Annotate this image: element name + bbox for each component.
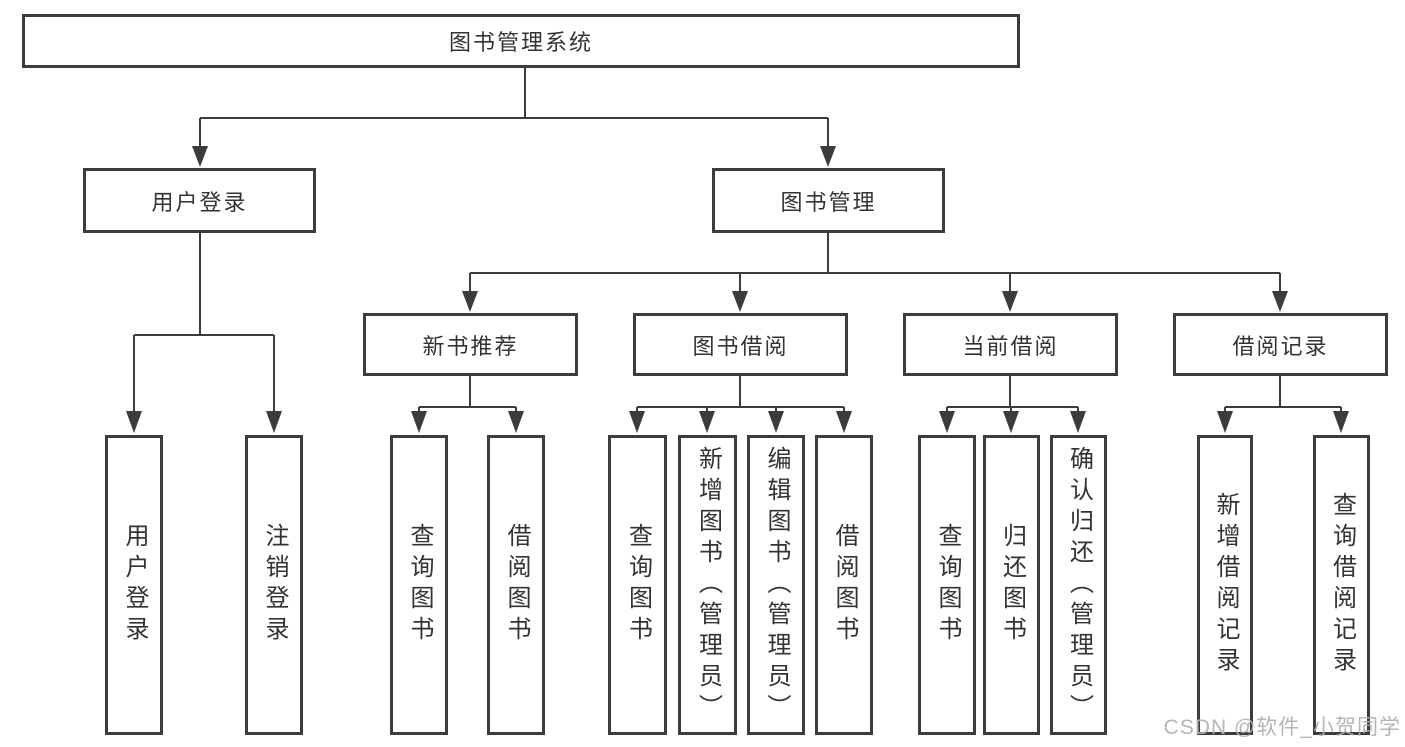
leaf-user-login-label: 用户登录 [121,523,148,647]
node-root: 图书管理系统 [22,14,1020,68]
leaf-query-book-borrow-label: 查询图书 [624,523,652,647]
leaf-borrow-book-recommend-label: 借阅图书 [503,523,530,647]
leaf-query-book-current: 查询图书 [918,435,976,735]
node-new-book-recommend: 新书推荐 [363,313,578,376]
arrow-down-icon [1002,291,1018,312]
leaf-query-book-borrow: 查询图书 [608,435,667,735]
connector-path [133,68,1342,412]
watermark: CSDN @软件_小贺同学 [1163,716,1401,739]
leaf-edit-book-admin-label: 编辑图书（管理员） [763,445,790,725]
node-current-borrow-label: 当前借阅 [962,333,1059,359]
leaf-query-borrow-record-label: 查询借阅记录 [1328,492,1356,678]
node-book-borrow-label: 图书借阅 [692,333,789,359]
arrow-down-icon [508,411,524,433]
leaf-add-borrow-record-label: 新增借阅记录 [1212,492,1239,678]
leaf-user-login: 用户登录 [105,435,163,735]
arrow-down-icon [266,411,282,433]
arrow-down-icon [1003,411,1019,433]
leaf-return-book-label: 归还图书 [998,523,1026,647]
leaf-edit-book-admin: 编辑图书（管理员） [747,435,805,735]
node-book-management: 图书管理 [712,168,945,233]
arrow-down-icon [411,411,427,433]
leaf-query-book-recommend-label: 查询图书 [406,523,433,647]
node-book-management-label: 图书管理 [780,189,877,215]
leaf-query-book-current-label: 查询图书 [934,523,961,647]
leaf-return-book: 归还图书 [983,435,1040,735]
leaf-borrow-book: 借阅图书 [815,435,873,735]
leaf-confirm-return-admin-label: 确认归还（管理员） [1065,445,1093,725]
node-book-borrow: 图书借阅 [633,313,848,376]
arrowheads [126,146,1349,433]
arrow-down-icon [462,291,478,312]
arrow-down-icon [1333,411,1349,433]
arrow-down-icon [192,146,208,167]
node-user-login-label: 用户登录 [151,189,248,215]
node-borrow-records: 借阅记录 [1173,313,1388,376]
leaf-query-borrow-record: 查询借阅记录 [1313,435,1370,735]
arrow-down-icon [1217,411,1233,433]
leaf-query-book-recommend: 查询图书 [390,435,448,735]
node-current-borrow: 当前借阅 [903,313,1118,376]
leaf-borrow-book-recommend: 借阅图书 [487,435,545,735]
node-root-label: 图书管理系统 [448,30,593,55]
leaf-add-borrow-record: 新增借阅记录 [1197,435,1253,735]
leaf-logout: 注销登录 [245,435,303,735]
arrow-down-icon [126,411,142,433]
arrow-down-icon [768,411,784,433]
arrow-down-icon [820,146,836,167]
leaf-borrow-book-label: 借阅图书 [831,523,858,647]
arrow-down-icon [699,411,715,433]
leaf-add-book-admin-label: 新增图书（管理员） [694,445,722,725]
arrow-down-icon [1070,411,1086,433]
leaf-confirm-return-admin: 确认归还（管理员） [1050,435,1107,735]
arrow-down-icon [732,291,748,312]
arrow-down-icon [836,411,852,433]
node-borrow-records-label: 借阅记录 [1232,333,1329,359]
node-new-book-recommend-label: 新书推荐 [422,333,519,359]
arrow-down-icon [629,411,645,433]
leaf-add-book-admin: 新增图书（管理员） [678,435,737,735]
arrow-down-icon [1272,291,1288,312]
arrow-down-icon [939,411,955,433]
node-user-login: 用户登录 [83,168,316,233]
leaf-logout-label: 注销登录 [261,523,288,647]
